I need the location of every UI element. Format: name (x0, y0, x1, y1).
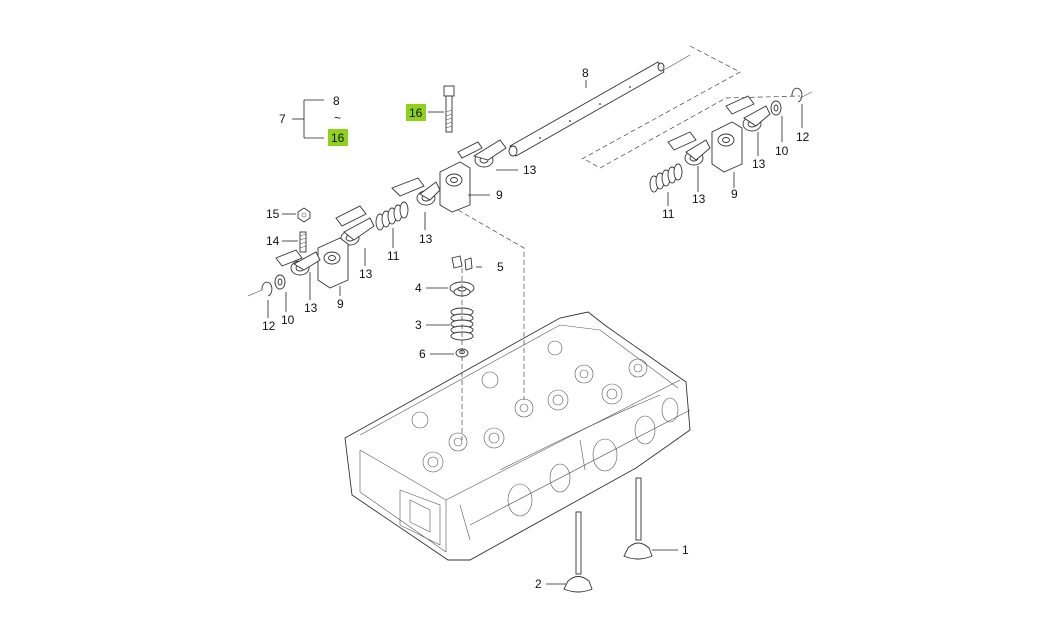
label-8-shaft[interactable]: 8 (582, 66, 589, 80)
rocker-spring-11-b (649, 163, 683, 193)
alignment-line-bolt (457, 209, 525, 400)
leader-lines (267, 80, 803, 585)
shaft-axis-lower (585, 95, 801, 169)
label-8-legend[interactable]: 8 (333, 94, 340, 108)
washer-10-b (770, 100, 782, 116)
rocker-arm-13-a (457, 139, 507, 168)
label-9-c[interactable]: 9 (731, 187, 738, 201)
label-13-c[interactable]: 13 (359, 267, 373, 281)
label-13-b[interactable]: 13 (419, 232, 433, 246)
highlight-box-bolt (406, 104, 426, 121)
label-11-a[interactable]: 11 (387, 249, 400, 263)
rocker-shaft (508, 54, 691, 157)
adjusting-screw (299, 231, 307, 253)
circlip-12-a (247, 281, 273, 297)
circlip-12-b (791, 87, 813, 103)
label-16-legend[interactable]: 16 (331, 131, 345, 145)
label-9-a[interactable]: 9 (496, 188, 503, 202)
rocker-arm-13-b (335, 205, 375, 246)
label-7[interactable]: 7 (279, 112, 286, 126)
label-6[interactable]: 6 (419, 347, 426, 361)
label-12-b[interactable]: 12 (796, 130, 810, 144)
rocker-bracket-9-a (439, 161, 471, 213)
rocker-arm-13-e (725, 95, 771, 132)
valve-1 (623, 477, 653, 560)
label-13-d[interactable]: 13 (304, 301, 318, 315)
bolt (443, 85, 455, 133)
label-1[interactable]: 1 (682, 543, 689, 557)
shaft-axis-upper (579, 45, 741, 161)
label-13-e[interactable]: 13 (752, 157, 766, 171)
label-12-a[interactable]: 12 (262, 319, 276, 333)
label-11-b[interactable]: 11 (662, 207, 675, 221)
valve-collet (451, 255, 473, 271)
label-4[interactable]: 4 (415, 281, 422, 295)
cylinder-head (344, 311, 691, 561)
rocker-arm-13-c (391, 177, 441, 206)
label-5[interactable]: 5 (497, 260, 504, 274)
label-13-a[interactable]: 13 (523, 163, 537, 177)
highlight-box-legend (328, 129, 348, 146)
label-10-b[interactable]: 10 (775, 144, 789, 158)
rocker-spring-11-a (375, 201, 409, 231)
label-14[interactable]: 14 (266, 234, 280, 248)
rocker-bracket-9-c (711, 121, 743, 173)
label-2[interactable]: 2 (535, 577, 542, 591)
rocker-arm-13-f (667, 131, 711, 166)
label-9-b[interactable]: 9 (337, 297, 344, 311)
label-3[interactable]: 3 (415, 318, 422, 332)
label-15[interactable]: 15 (266, 207, 280, 221)
label-tilde: ~ (334, 111, 341, 125)
lock-nut (297, 207, 311, 223)
label-10-a[interactable]: 10 (281, 313, 295, 327)
rocker-arm-13-d (275, 249, 321, 276)
washer-10-a (274, 274, 286, 290)
rocker-bracket-9-b (317, 237, 349, 289)
label-13-f[interactable]: 13 (692, 192, 706, 206)
valve-2 (563, 511, 593, 593)
callout-labels: 7 8 ~ 16 16 8 13 9 13 11 13 15 14 13 9 1… (262, 66, 810, 591)
label-16-bolt[interactable]: 16 (409, 106, 423, 120)
